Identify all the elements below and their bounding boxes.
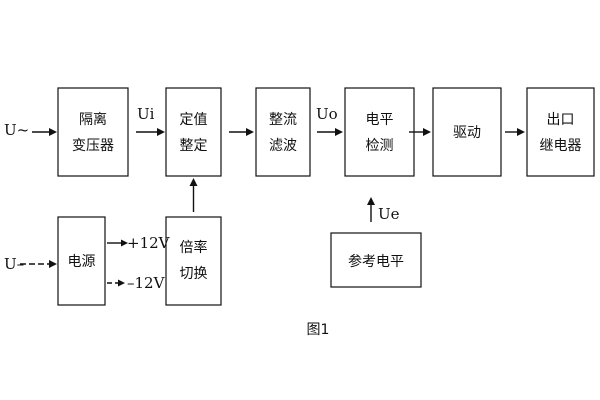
arrow-ue: [367, 197, 375, 222]
block-multiplier-switch-line2: 切换: [180, 265, 208, 282]
block-multiplier-switch-line1: 倍率: [180, 239, 208, 256]
signal-plus-12v: +12V: [127, 234, 171, 252]
figure-caption: 图1: [307, 322, 330, 338]
signal-dc-input: U–: [4, 255, 24, 273]
block-setpoint-adjust-line2: 整定: [180, 138, 208, 154]
arrow-detect-to-driver: [409, 128, 431, 136]
signal-ui: Ui: [137, 105, 155, 123]
block-rectifier-filter-line2: 滤波: [269, 138, 297, 154]
block-rectifier-filter-line1: 整流: [269, 112, 297, 128]
arrow-multiplier-to-setpoint: [189, 178, 198, 212]
block-isolation-transformer-line2: 变压器: [72, 138, 114, 154]
block-isolation-transformer-line1: 隔离: [79, 111, 107, 128]
arrow-setpoint-to-rectifier: [229, 128, 254, 136]
block-output-relay-line1: 出口: [547, 112, 575, 128]
block-power-supply: 电源: [57, 216, 106, 306]
block-output-relay-line2: 继电器: [540, 138, 582, 154]
block-reference-level-line1: 参考电平: [348, 253, 404, 270]
signal-ac-input: U~: [4, 121, 29, 139]
block-setpoint-adjust-line1: 定值: [180, 112, 208, 128]
block-isolation-transformer: 隔离 变压器: [57, 87, 129, 177]
block-rectifier-filter: 整流 滤波: [255, 87, 311, 177]
arrow-plus-12v: [107, 239, 128, 247]
signal-minus-12v: –12V: [127, 274, 166, 292]
arrow-uo: [317, 128, 343, 136]
arrow-driver-to-relay: [505, 128, 525, 136]
block-level-detect-line2: 检测: [366, 138, 394, 154]
block-output-relay: 出口 继电器: [526, 87, 595, 177]
block-multiplier-switch: 倍率 切换: [165, 216, 222, 306]
arrow-minus-12v: [107, 279, 125, 287]
block-driver: 驱动: [432, 87, 502, 177]
signal-ue: Ue: [378, 205, 400, 223]
block-power-supply-line1: 电源: [68, 254, 96, 270]
block-setpoint-adjust: 定值 整定: [165, 87, 222, 177]
arrow-ui: [136, 128, 165, 136]
block-reference-level: 参考电平: [330, 232, 422, 288]
block-driver-line1: 驱动: [453, 125, 481, 141]
block-level-detect-line1: 电平: [366, 112, 394, 128]
signal-uo: Uo: [316, 105, 338, 123]
arrow-dc-input: [20, 260, 57, 268]
arrow-ac-input: [32, 128, 57, 136]
block-level-detect: 电平 检测: [344, 87, 415, 177]
